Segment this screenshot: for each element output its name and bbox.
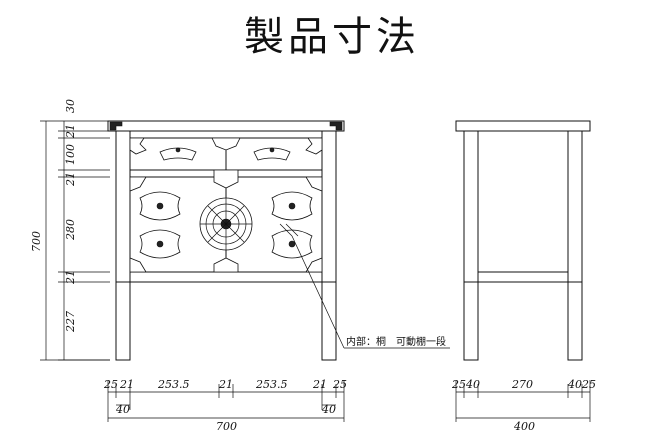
dim-front-left-offset: 40 (115, 403, 130, 416)
side-depth-dimensions (455, 380, 591, 422)
front-view (107, 120, 345, 361)
dim-front-left-edge: 25 (103, 378, 118, 391)
dim-front-right-door: 253.5 (255, 378, 288, 391)
dim-front-right-stile: 21 (312, 378, 327, 391)
dim-frame-1: 21 (64, 124, 77, 139)
dim-top-board: 30 (64, 99, 77, 113)
note-leader-line (291, 235, 345, 349)
dim-front-right-offset: 40 (321, 403, 336, 416)
dim-drawer: 100 (64, 144, 77, 165)
dim-frame-2: 21 (64, 172, 77, 187)
dim-side-front-stile: 40 (465, 378, 480, 391)
vertical-dimension-chain (40, 120, 110, 361)
dim-front-left-door: 253.5 (157, 378, 190, 391)
dim-front-total-width: 700 (216, 420, 237, 433)
side-view (455, 120, 591, 361)
dim-side-total-depth: 400 (513, 420, 535, 433)
dim-side-back-edge: 25 (581, 378, 596, 391)
dim-side-front-edge: 25 (451, 378, 466, 391)
dim-front-right-edge: 25 (332, 378, 347, 391)
front-width-dimensions (107, 380, 345, 422)
page-title: 製品寸法 (244, 14, 420, 60)
dim-side-back-stile: 40 (567, 378, 582, 391)
dim-doors: 280 (64, 219, 77, 241)
dim-total-height: 700 (30, 231, 43, 252)
dim-legs: 227 (64, 311, 77, 333)
dim-side-inner-depth: 270 (511, 378, 533, 391)
dim-frame-3: 21 (64, 270, 77, 285)
dim-front-left-stile: 21 (119, 378, 134, 391)
interior-note: 内部：桐 可動棚一段 (346, 335, 446, 348)
dim-front-center-stile: 21 (218, 378, 233, 391)
